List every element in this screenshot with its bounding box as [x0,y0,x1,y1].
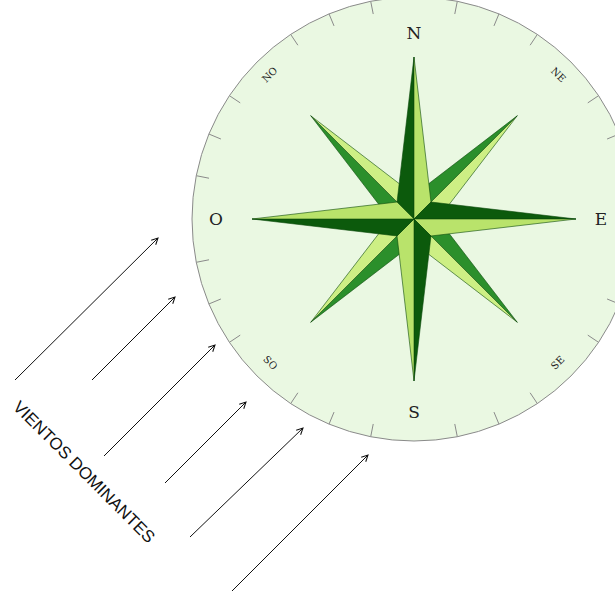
compass-tick [588,96,599,103]
direction-label: O [209,211,223,228]
wind-arrow [165,402,246,483]
star-point [252,219,414,236]
wind-arrow [190,428,303,537]
compass-tick [196,260,209,263]
compass-tick [607,299,615,304]
compass-star [252,57,576,381]
direction-label: E [595,211,607,228]
compass-tick [607,134,615,139]
wind-arrow [92,297,175,380]
compass-tick [371,1,374,14]
compass-tick [329,14,334,26]
star-point [397,219,414,381]
compass-tick [196,176,209,179]
compass-tick [291,34,298,45]
direction-label: S [408,404,420,421]
compass-tick [494,14,499,26]
star-point [252,202,414,219]
star-point [397,57,414,219]
compass-tick [209,134,221,139]
star-point [414,219,576,236]
compass-ticks [196,1,615,436]
compass-tick [329,412,334,424]
compass-tick [494,412,499,424]
wind-caption: VIENTOS DOMINANTES [10,398,158,546]
wind-arrows [15,238,368,591]
wind-arrow [15,238,158,380]
compass-tick [371,424,374,437]
compass-tick [455,424,458,437]
star-point [414,219,431,381]
compass-tick [530,393,537,404]
star-point [414,57,431,219]
compass-tick [455,1,458,14]
compass-tick [229,335,240,342]
direction-label: N [407,25,422,42]
compass-tick [588,335,599,342]
compass-tick [291,393,298,404]
compass-disc [192,0,615,441]
wind-arrow [232,455,368,591]
compass-tick [209,299,221,304]
wind-arrow [104,345,215,456]
compass-tick [530,34,537,45]
star-point [414,202,576,219]
compass-tick [229,96,240,103]
